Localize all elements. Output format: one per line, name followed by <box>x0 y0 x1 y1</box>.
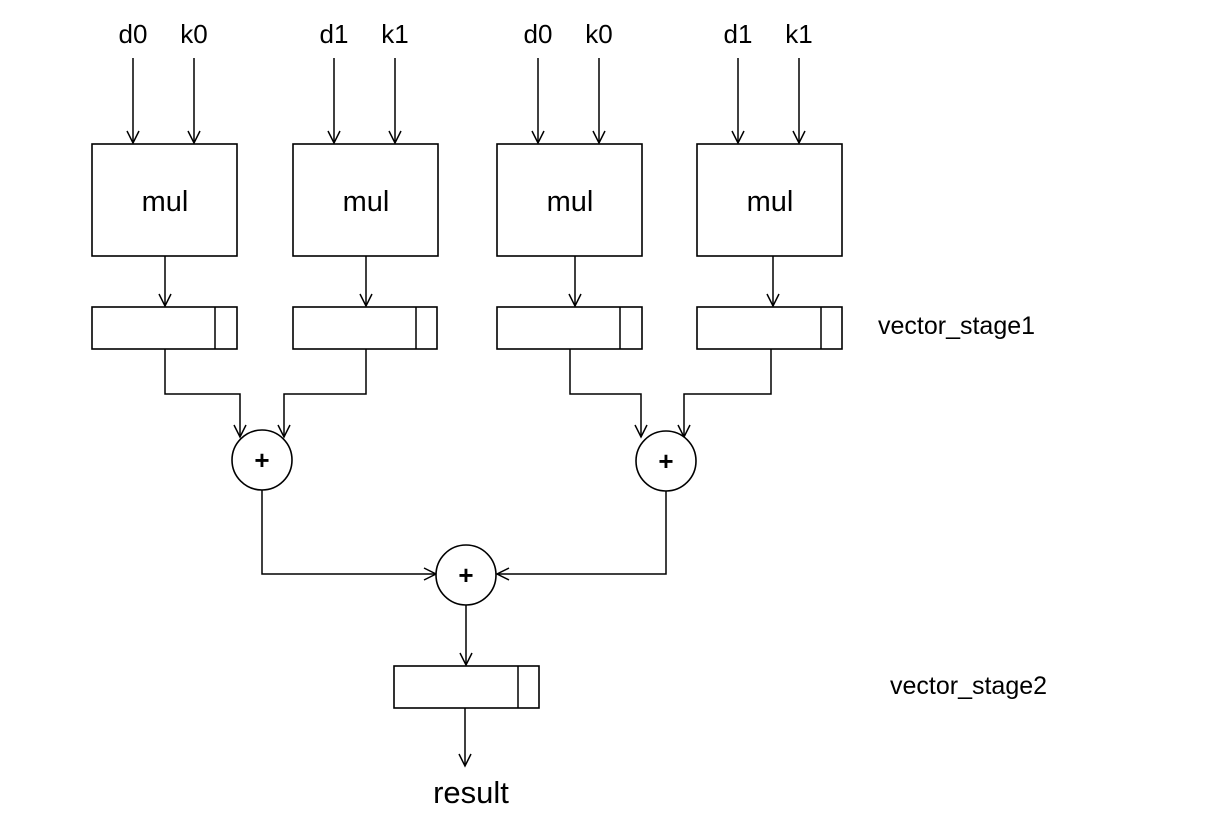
final-adder-to-register-arrow <box>459 605 473 667</box>
output-arrow <box>458 708 472 768</box>
stage2-label: vector_stage2 <box>890 672 1047 700</box>
input-kernel-label-1: k1 <box>381 19 408 49</box>
mul-label-3: mul <box>747 186 794 218</box>
mul-label-0: mul <box>142 186 189 218</box>
adder-right-symbol: + <box>658 446 673 476</box>
mul-to-register-arrows <box>158 256 780 308</box>
stage1-register-0 <box>91 306 238 350</box>
input-data-label-2: d0 <box>524 19 553 49</box>
input-kernel-label-0: k0 <box>180 19 207 49</box>
input-data-label-0: d0 <box>119 19 148 49</box>
mul-block-0: mul <box>91 143 238 257</box>
adder-left: + <box>231 429 293 491</box>
input-arrows <box>126 58 806 145</box>
adder-final: + <box>435 544 497 606</box>
input-data-label-1: d1 <box>320 19 349 49</box>
stage1-register-1 <box>292 306 438 350</box>
input-kernel-label-2: k0 <box>585 19 612 49</box>
stage1-label: vector_stage1 <box>878 312 1035 340</box>
mul-label-1: mul <box>343 186 390 218</box>
adder-final-symbol: + <box>458 560 473 590</box>
mul-label-2: mul <box>547 186 594 218</box>
adder-to-final-adder-wires <box>261 490 667 581</box>
adder-left-symbol: + <box>254 445 269 475</box>
mul-block-1: mul <box>292 143 439 257</box>
input-data-label-3: d1 <box>724 19 753 49</box>
mul-block-2: mul <box>496 143 643 257</box>
register-to-adder-wires <box>164 349 772 439</box>
stage1-register-3 <box>696 306 843 350</box>
stage2-register <box>393 665 540 709</box>
stage1-register-2 <box>496 306 643 350</box>
adder-right: + <box>635 430 697 492</box>
input-kernel-label-3: k1 <box>785 19 812 49</box>
mul-block-3: mul <box>696 143 843 257</box>
result-label: result <box>433 775 509 810</box>
